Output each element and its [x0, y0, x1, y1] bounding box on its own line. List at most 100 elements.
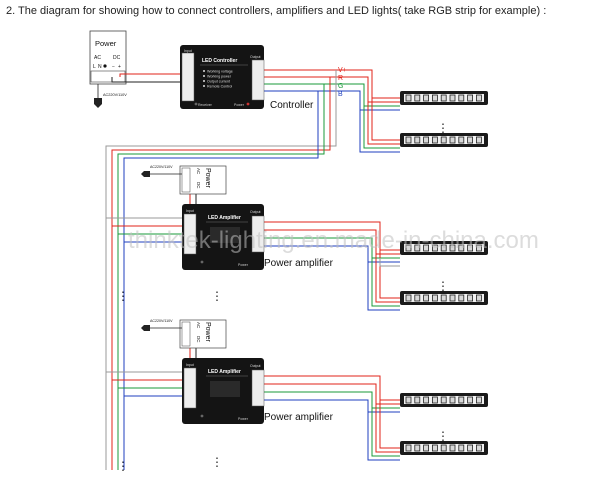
feature-bullet	[203, 85, 205, 87]
wire-label-r: R	[338, 75, 343, 82]
controller-power-led	[246, 102, 250, 106]
strip-continuation-dots-3: ⋮	[437, 429, 449, 443]
led-chip	[405, 244, 412, 252]
amp2-spec-panel	[210, 381, 240, 397]
amp1-out-b-2	[367, 262, 400, 311]
controller-title: LED Controller	[202, 58, 237, 64]
led-chip	[431, 444, 438, 452]
amp2-mains-voltage: AC220V/110V	[150, 319, 173, 323]
controller-output-terminal	[251, 59, 265, 101]
power-terminal-block	[90, 70, 126, 83]
amp2-output-label: Output	[250, 364, 261, 368]
led-strip	[400, 241, 488, 255]
amp1-out-g-2	[371, 258, 400, 307]
controller-feature-1: Working voltage	[207, 70, 233, 74]
power-pin-n: N	[98, 64, 102, 70]
amp-continuation-dots-2: ⋮	[211, 455, 223, 469]
led-strip	[400, 441, 488, 455]
feature-bullet	[203, 75, 205, 77]
controller-feature-2: Working power	[207, 75, 232, 79]
amp1-out-r	[264, 229, 400, 255]
controller-body	[180, 45, 264, 109]
led-chip	[405, 444, 412, 452]
amp2-input-terminal	[183, 367, 197, 409]
amp1-status-led	[200, 260, 204, 264]
amp2-power-ac: AC	[196, 322, 201, 329]
led-chip	[458, 94, 465, 102]
amp2-out-vplus-2	[379, 400, 400, 449]
power-supply-label: Power	[95, 39, 117, 48]
led-chip	[458, 244, 465, 252]
led-chip	[475, 294, 482, 302]
led-chip	[449, 94, 456, 102]
led-chip	[423, 396, 430, 404]
led-chip	[458, 136, 465, 144]
amp1-power-dc: DC	[196, 182, 201, 189]
led-chip	[431, 396, 438, 404]
amp1-input-label: Input	[186, 209, 194, 213]
amp2-output-terminal	[251, 369, 265, 407]
controller-power-label: Power	[234, 103, 245, 107]
controller-caption: Controller	[270, 100, 314, 111]
page-heading: 2. The diagram for showing how to connec…	[6, 5, 546, 17]
amp2-power-label: Power	[204, 322, 211, 343]
amp2-caption: Power amplifier	[264, 412, 334, 423]
power-pin-plus: +	[118, 64, 121, 70]
led-chip	[475, 136, 482, 144]
amp1-plug-icon	[141, 171, 150, 177]
amp1-mains-voltage: AC220V/110V	[150, 165, 173, 169]
led-chip	[405, 136, 412, 144]
led-chip	[458, 294, 465, 302]
controller-feature-4: Remote Control	[207, 85, 232, 89]
led-chip	[475, 444, 482, 452]
amp1-power-indicator-label: Power	[238, 263, 249, 267]
led-chip	[431, 244, 438, 252]
led-chip	[475, 244, 482, 252]
strip-continuation-dots-1: ⋮	[437, 121, 449, 135]
amp2-power-indicator-label: Power	[238, 417, 249, 421]
amp2-out-g-2	[371, 408, 400, 457]
amp2-out-vplus	[264, 375, 400, 401]
wire-g-2	[363, 106, 400, 149]
amp1-out-b	[264, 245, 400, 263]
led-chip	[449, 136, 456, 144]
led-chip	[458, 444, 465, 452]
amp1-title: LED Amplifier	[208, 215, 241, 221]
amp1-out-r-2	[375, 254, 400, 303]
power-dc-label: DC	[113, 55, 121, 61]
controller-feature-3: Output current	[207, 80, 230, 84]
led-chip	[414, 444, 421, 452]
amp1-caption: Power amplifier	[264, 258, 334, 269]
led-chip	[431, 294, 438, 302]
led-chip	[467, 136, 474, 144]
amp-continuation-dots-1: ⋮	[211, 289, 223, 303]
power-pin-minus: −	[112, 64, 115, 70]
bus-r	[111, 77, 331, 470]
led-chip	[414, 94, 421, 102]
controller-input-terminal	[181, 52, 195, 102]
bus-b	[123, 91, 319, 470]
led-chip	[440, 94, 447, 102]
wire-b-2	[359, 110, 400, 153]
led-strip	[400, 133, 488, 147]
power-amplifier-1: Input Output LED Amplifier Power	[182, 204, 265, 270]
led-chip	[467, 396, 474, 404]
amp1-out-g	[264, 237, 400, 259]
led-chip	[414, 136, 421, 144]
wire-b	[264, 90, 400, 111]
wire-label-g: G	[338, 83, 343, 90]
wire-vplus-2	[371, 98, 400, 141]
bus-vplus	[105, 70, 337, 470]
mains-voltage-label: AC220V/110V	[103, 93, 127, 97]
power-amplifier-2: Input Output LED Amplifier Power	[182, 358, 265, 424]
wire-r	[264, 76, 400, 103]
dc-wire-minus	[111, 77, 180, 83]
led-strip	[400, 291, 488, 305]
power-supply-amp1: Power AC DC AC220V/110V	[141, 165, 227, 195]
led-chip	[423, 444, 430, 452]
amp1-output-label: Output	[250, 210, 261, 214]
bus-continuation-dots-2: ⋮	[117, 459, 129, 473]
led-chip	[414, 244, 421, 252]
led-chip	[414, 396, 421, 404]
